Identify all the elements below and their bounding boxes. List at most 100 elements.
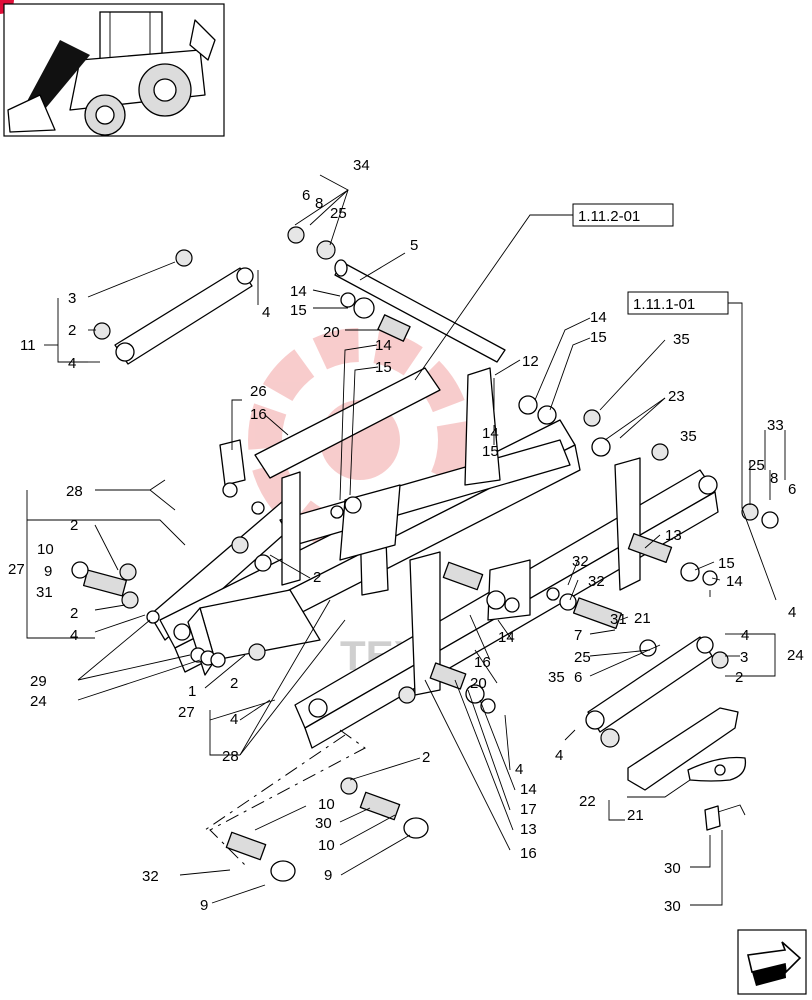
pin-30 <box>82 569 128 597</box>
callout: 25 <box>330 205 347 222</box>
callout: 2 <box>68 322 76 339</box>
callout: 14 <box>726 573 743 590</box>
callout: 4 <box>555 747 563 764</box>
callout: 30 <box>664 898 681 915</box>
bushing-group <box>71 226 779 882</box>
callout: 16 <box>520 845 537 862</box>
reference-box-1-11-1-01[interactable]: 1.11.1-01 <box>627 291 729 315</box>
callout: 2 <box>70 605 78 622</box>
callout: 3 <box>740 649 748 666</box>
callout: 7 <box>574 627 582 644</box>
callout: 32 <box>572 553 589 570</box>
link-26 <box>219 439 246 486</box>
pin-20 <box>377 314 411 342</box>
callout: 4 <box>515 761 523 778</box>
assembly-dash <box>209 729 366 866</box>
reference-box-1-11-2-01[interactable]: 1.11.2-01 <box>572 203 674 227</box>
callout: 26 <box>250 383 267 400</box>
callout: 2 <box>735 669 743 686</box>
callout: 30 <box>664 860 681 877</box>
callout: 23 <box>668 388 685 405</box>
callout: 2 <box>313 569 321 586</box>
callout: 15 <box>590 329 607 346</box>
callout: 14 <box>290 283 307 300</box>
pin-19 <box>572 597 622 630</box>
callout: 25 <box>574 649 591 666</box>
callout: 14 <box>498 629 515 646</box>
callout: 33 <box>767 417 784 434</box>
callout: 4 <box>741 627 749 644</box>
callout: 27 <box>8 561 25 578</box>
callout: 10 <box>318 796 335 813</box>
pin-20b <box>429 662 467 690</box>
callout: 21 <box>627 807 644 824</box>
callout: 10 <box>37 541 54 558</box>
callout: 9 <box>44 563 52 580</box>
svg-text:1.11.2-01: 1.11.2-01 <box>578 208 640 225</box>
pin-13b <box>442 561 484 591</box>
pin-31 <box>225 831 267 861</box>
callout: 11 <box>20 337 36 354</box>
link-lower <box>409 551 441 696</box>
callout: 17 <box>520 801 537 818</box>
callout: 30 <box>315 815 332 832</box>
callout: 35 <box>673 331 690 348</box>
callout: 9 <box>324 867 332 884</box>
callout: 15 <box>375 359 392 376</box>
callout: 16 <box>474 654 491 671</box>
callout: 10 <box>318 837 335 854</box>
callout: 27 <box>178 704 195 721</box>
callout: 28 <box>222 748 239 765</box>
callout: 35 <box>548 669 565 686</box>
callout: 21 <box>634 610 651 627</box>
callout: 20 <box>470 675 487 692</box>
callout: 34 <box>353 157 370 174</box>
callout: 35 <box>680 428 697 445</box>
callout: 32 <box>142 868 159 885</box>
link-right <box>614 457 641 591</box>
callout: 8 <box>770 470 778 487</box>
callout: 20 <box>323 324 340 341</box>
callout: 3 <box>68 290 76 307</box>
callout: 31 <box>610 611 627 628</box>
next-page-arrow-icon[interactable] <box>737 929 807 995</box>
upper-boom-1 <box>254 367 441 479</box>
callout: 1 <box>188 683 196 700</box>
callout: 15 <box>290 302 307 319</box>
callout: 14 <box>520 781 537 798</box>
callout: 14 <box>375 337 392 354</box>
callout: 31 <box>36 584 53 601</box>
callout: 4 <box>788 604 796 621</box>
callout: 15 <box>718 555 735 572</box>
callout: 29 <box>30 673 47 690</box>
callouts: 34 6 8 25 5 3 4 14 15 20 2 11 4 14 15 12… <box>8 157 804 915</box>
callout: 28 <box>66 483 83 500</box>
callout: 2 <box>230 675 238 692</box>
callout: 14 <box>590 309 607 326</box>
callout: 4 <box>230 711 238 728</box>
callout: 9 <box>200 897 208 914</box>
callout: 14 <box>482 425 499 442</box>
tilt-arm-11 <box>114 267 253 365</box>
callout: 2 <box>422 749 430 766</box>
callout: 4 <box>262 304 270 321</box>
link-12 <box>464 367 501 486</box>
callout: 24 <box>30 693 47 710</box>
callout: 32 <box>588 573 605 590</box>
callout: 13 <box>520 821 537 838</box>
link-16-upper <box>281 471 301 586</box>
callout: 13 <box>665 527 682 544</box>
callout: 5 <box>410 237 418 254</box>
tractor-thumbnail-icon[interactable] <box>3 3 225 137</box>
pin-30b <box>359 791 401 821</box>
callout: 6 <box>574 669 582 686</box>
callout: 8 <box>315 195 323 212</box>
svg-text:1.11.1-01: 1.11.1-01 <box>633 296 695 313</box>
callout: 4 <box>70 627 78 644</box>
callout: 6 <box>302 187 310 204</box>
callout: 22 <box>579 793 596 810</box>
callout: 2 <box>70 517 78 534</box>
callout: 24 <box>787 647 804 664</box>
retainer-pin <box>704 805 721 831</box>
